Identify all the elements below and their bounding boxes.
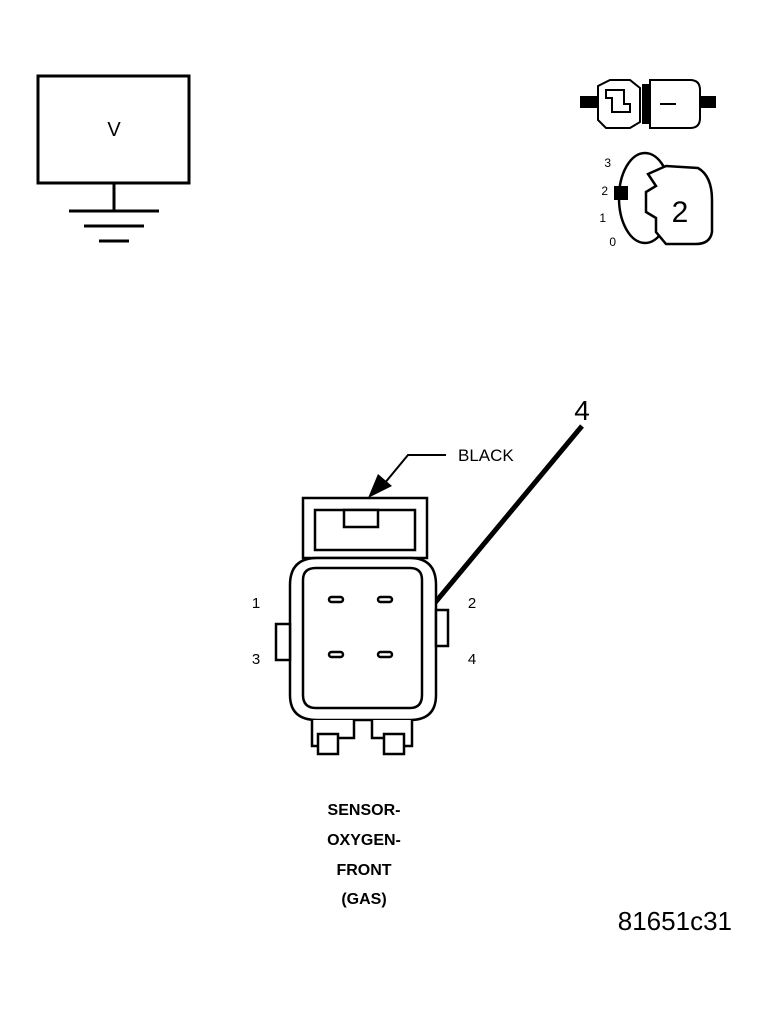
key-position-2: 2 xyxy=(601,184,608,198)
voltmeter-symbol: V xyxy=(36,74,191,243)
connector-face xyxy=(274,496,450,756)
connector-caption: SENSOR- OXYGEN- FRONT (GAS) xyxy=(327,802,401,908)
cavity-2 xyxy=(376,595,394,604)
caption-line-2: OXYGEN- xyxy=(327,832,401,849)
caption-line-3: FRONT xyxy=(336,862,391,879)
backprobe-icon xyxy=(580,79,716,129)
key-position-1: 1 xyxy=(599,211,606,225)
voltmeter-label: V xyxy=(107,119,121,141)
pin-label-3: 3 xyxy=(252,651,260,668)
pin-label-1: 1 xyxy=(252,595,260,612)
cavity-1 xyxy=(327,595,345,604)
key-position-3: 3 xyxy=(604,156,611,170)
pin-label-2: 2 xyxy=(468,595,476,612)
cavity-3 xyxy=(327,650,345,659)
caption-line-1: SENSOR- xyxy=(328,802,401,819)
ground-icon xyxy=(69,183,159,243)
cavity-4 xyxy=(376,650,394,659)
pin-label-4: 4 xyxy=(468,651,476,668)
connector-color-label: BLACK xyxy=(458,446,514,465)
pin-callout-number: 4 xyxy=(574,395,590,426)
figure-id: 81651c31 xyxy=(618,906,732,936)
pin-cavities xyxy=(327,595,394,659)
key-position-0: 0 xyxy=(609,235,616,249)
color-leader-arrow xyxy=(368,454,446,498)
ignition-key-icon: 3 2 1 0 2 xyxy=(599,151,714,249)
caption-line-4: (GAS) xyxy=(341,891,386,908)
key-selected-position: 2 xyxy=(672,196,689,229)
